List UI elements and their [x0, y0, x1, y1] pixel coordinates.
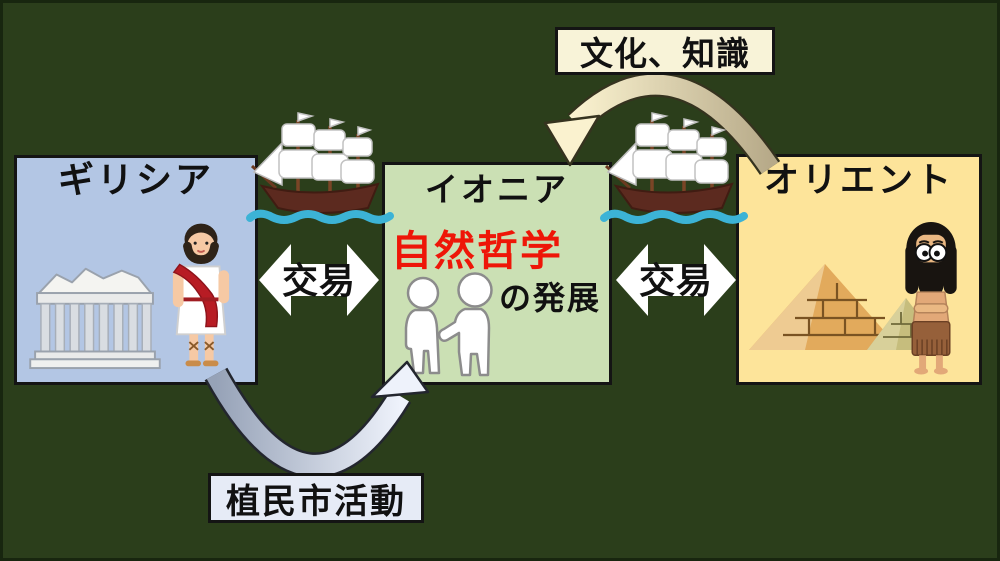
- parthenon-icon: [29, 267, 161, 370]
- greek-man-icon: [172, 223, 230, 367]
- orient-title: オリエント: [763, 161, 954, 201]
- development-text: の発展: [498, 279, 601, 317]
- ship-right-icon: [600, 112, 748, 224]
- ionia-box: イオニア 自然哲学 の発展: [382, 162, 612, 385]
- greece-title: ギリシア: [57, 160, 214, 201]
- trade-arrow-right: 交易: [614, 238, 738, 322]
- colonization-label: 植民市活動: [208, 473, 424, 523]
- mesopotamian-man-icon: [905, 221, 957, 375]
- trade-label-right: 交易: [638, 260, 713, 302]
- natural-philosophy-text: 自然哲学: [391, 227, 563, 275]
- ship-left-icon: [246, 112, 394, 224]
- orient-box: オリエント: [736, 154, 982, 385]
- culture-arc-arrow: [543, 73, 781, 175]
- double-arrow-icon: [616, 244, 736, 316]
- trade-label-left: 交易: [281, 260, 356, 302]
- greece-box: ギリシア: [14, 155, 258, 385]
- double-arrow-icon: [259, 244, 379, 316]
- ionia-title: イオニア: [425, 170, 569, 209]
- colonization-arc-arrow: [204, 360, 430, 479]
- trade-arrow-left: 交易: [257, 238, 381, 322]
- two-people-talking-icon: [404, 272, 493, 377]
- culture-knowledge-label: 文化、知識: [555, 27, 775, 75]
